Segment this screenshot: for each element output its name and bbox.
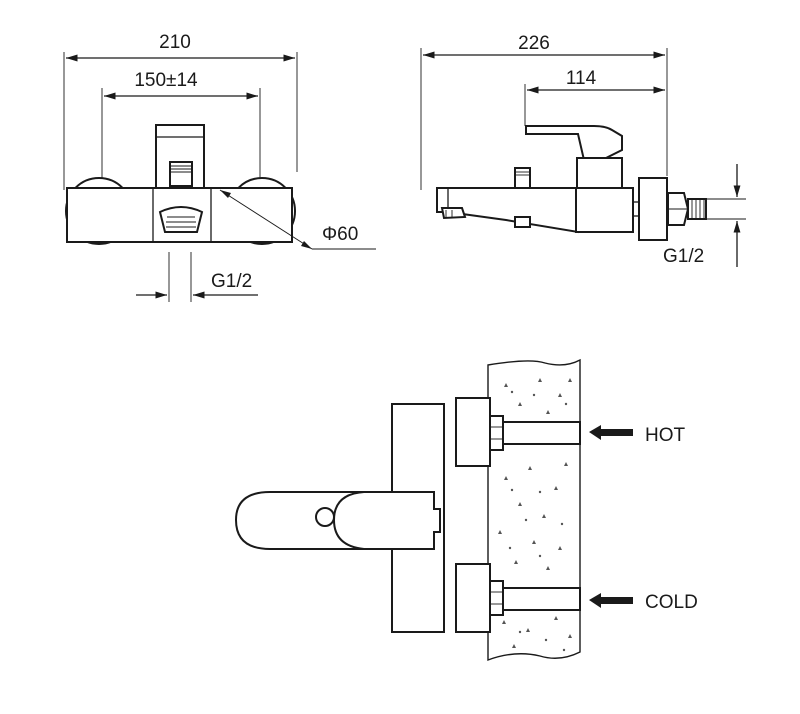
dimension-226: 226 [420, 33, 668, 190]
diverter-knob [169, 161, 193, 187]
dimension-114-label: 114 [566, 68, 597, 89]
front-view: 210 150±14 [63, 32, 376, 302]
cold-connection [455, 563, 504, 633]
cartridge-housing [576, 157, 623, 189]
cold-pipe [501, 587, 581, 611]
side-thread [687, 198, 707, 220]
hot-indicator: HOT [589, 425, 686, 446]
dimension-diameter: Φ60 [219, 189, 376, 250]
wall-speckles [498, 378, 572, 652]
side-handle [525, 125, 623, 161]
dimension-150: 150±14 [101, 70, 261, 178]
dimension-210: 210 [63, 32, 298, 190]
dimension-thread-side-label: G1/2 [663, 246, 704, 267]
installation-view: HOT COLD [234, 358, 698, 662]
side-wall-flange [638, 177, 668, 241]
cold-indicator: COLD [589, 592, 698, 613]
dimension-226-label: 226 [518, 33, 550, 54]
dimension-210-label: 210 [159, 32, 191, 53]
hot-label: HOT [645, 425, 686, 446]
dimension-diameter-label: Φ60 [322, 224, 358, 245]
side-view: 226 114 [420, 33, 746, 267]
cold-label: COLD [645, 592, 698, 613]
dimension-114: 114 [524, 68, 665, 126]
side-diverter-top [514, 167, 531, 189]
install-lever [332, 491, 441, 550]
aerator [440, 207, 467, 220]
side-body [575, 187, 634, 233]
hot-connection [455, 397, 504, 467]
hot-pipe [501, 421, 581, 445]
install-knob [315, 507, 335, 527]
side-diverter-bottom [514, 216, 531, 228]
dimension-thread-front: G1/2 [136, 252, 258, 302]
dimension-thread-front-label: G1/2 [211, 271, 252, 292]
dimension-150-label: 150±14 [134, 70, 198, 91]
dimension-thread-side: G1/2 [663, 164, 746, 267]
spout-outlet [158, 206, 204, 233]
